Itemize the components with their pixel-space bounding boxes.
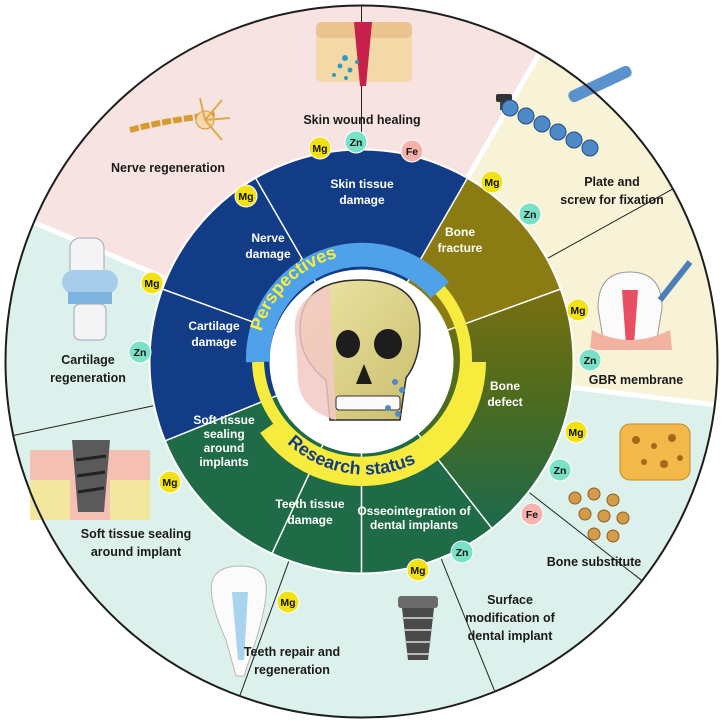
outer-label-bone-substitute: Bone substitute <box>547 555 641 569</box>
svg-text:Fe: Fe <box>526 509 538 521</box>
outer-label-nerve-regen: Nerve regeneration <box>111 161 225 175</box>
inner-segment-bonedefect <box>418 288 574 529</box>
bone-substitute-illustration <box>568 423 691 543</box>
nerve-illustration <box>129 97 231 141</box>
inner-segment-skin <box>255 149 468 282</box>
svg-text:Zn: Zn <box>584 355 597 367</box>
badge-mg: Mg <box>566 298 590 322</box>
inner-divider <box>447 288 561 331</box>
svg-text:Zn: Zn <box>350 137 363 149</box>
svg-text:Mg: Mg <box>312 143 327 155</box>
badge-zn: Zn <box>518 202 542 226</box>
gbr-illustration <box>590 260 693 350</box>
svg-text:Zn: Zn <box>134 347 147 359</box>
svg-text:Fe: Fe <box>406 146 418 158</box>
skull-illustration <box>276 276 448 448</box>
badge-zn: Zn <box>128 340 152 364</box>
badge-mg: Mg <box>406 558 430 582</box>
inner-segment-cartilage <box>149 288 277 441</box>
svg-text:Mg: Mg <box>280 597 295 609</box>
badge-mg: Mg <box>158 470 182 494</box>
implant-illustration <box>30 440 150 520</box>
badge-mg: Mg <box>308 136 332 160</box>
svg-text:Mg: Mg <box>410 565 425 577</box>
outer-divider <box>528 491 643 582</box>
badge-zn: Zn <box>450 540 474 564</box>
inner-divider <box>164 395 277 442</box>
svg-text:Mg: Mg <box>162 477 177 489</box>
outer-label-gbr: GBR membrane <box>589 373 684 387</box>
badge-fe: Fe <box>520 502 544 526</box>
research-status-ring: Research status <box>252 286 486 487</box>
badge-mg: Mg <box>140 271 164 295</box>
svg-text:Mg: Mg <box>144 278 159 290</box>
outer-divider <box>239 560 290 697</box>
svg-text:Mg: Mg <box>568 427 583 439</box>
outer-region-research <box>5 222 715 718</box>
badge-fe: Fe <box>400 139 424 163</box>
svg-text:Mg: Mg <box>484 177 499 189</box>
badge-zn: Zn <box>578 348 602 372</box>
svg-text:Mg: Mg <box>570 305 585 317</box>
outer-divider <box>13 405 155 437</box>
dental-implant-illustration <box>398 596 438 660</box>
badge-mg: Mg <box>564 420 588 444</box>
cartilage-illustration <box>62 237 118 341</box>
outer-major-divider <box>465 51 542 180</box>
svg-text:Zn: Zn <box>554 465 567 477</box>
outer-divider <box>440 557 496 692</box>
outer-label-skin-wound: Skin wound healing <box>303 113 420 127</box>
svg-text:Zn: Zn <box>524 209 537 221</box>
outer-divider <box>546 188 674 260</box>
skin-illustration <box>316 22 412 86</box>
outer-region-perspectives <box>33 5 540 279</box>
badge-zn: Zn <box>344 130 368 154</box>
outer-major-divider <box>571 384 716 408</box>
badge-mg: Mg <box>234 184 258 208</box>
svg-text:Zn: Zn <box>456 547 469 559</box>
outer-border <box>4 4 719 719</box>
tooth-illustration <box>210 565 267 677</box>
badge-mg: Mg <box>480 170 504 194</box>
plate-screw-illustration <box>496 65 632 157</box>
badge-mg: Mg <box>276 590 300 614</box>
badge-zn: Zn <box>548 458 572 482</box>
svg-text:Mg: Mg <box>238 191 253 203</box>
